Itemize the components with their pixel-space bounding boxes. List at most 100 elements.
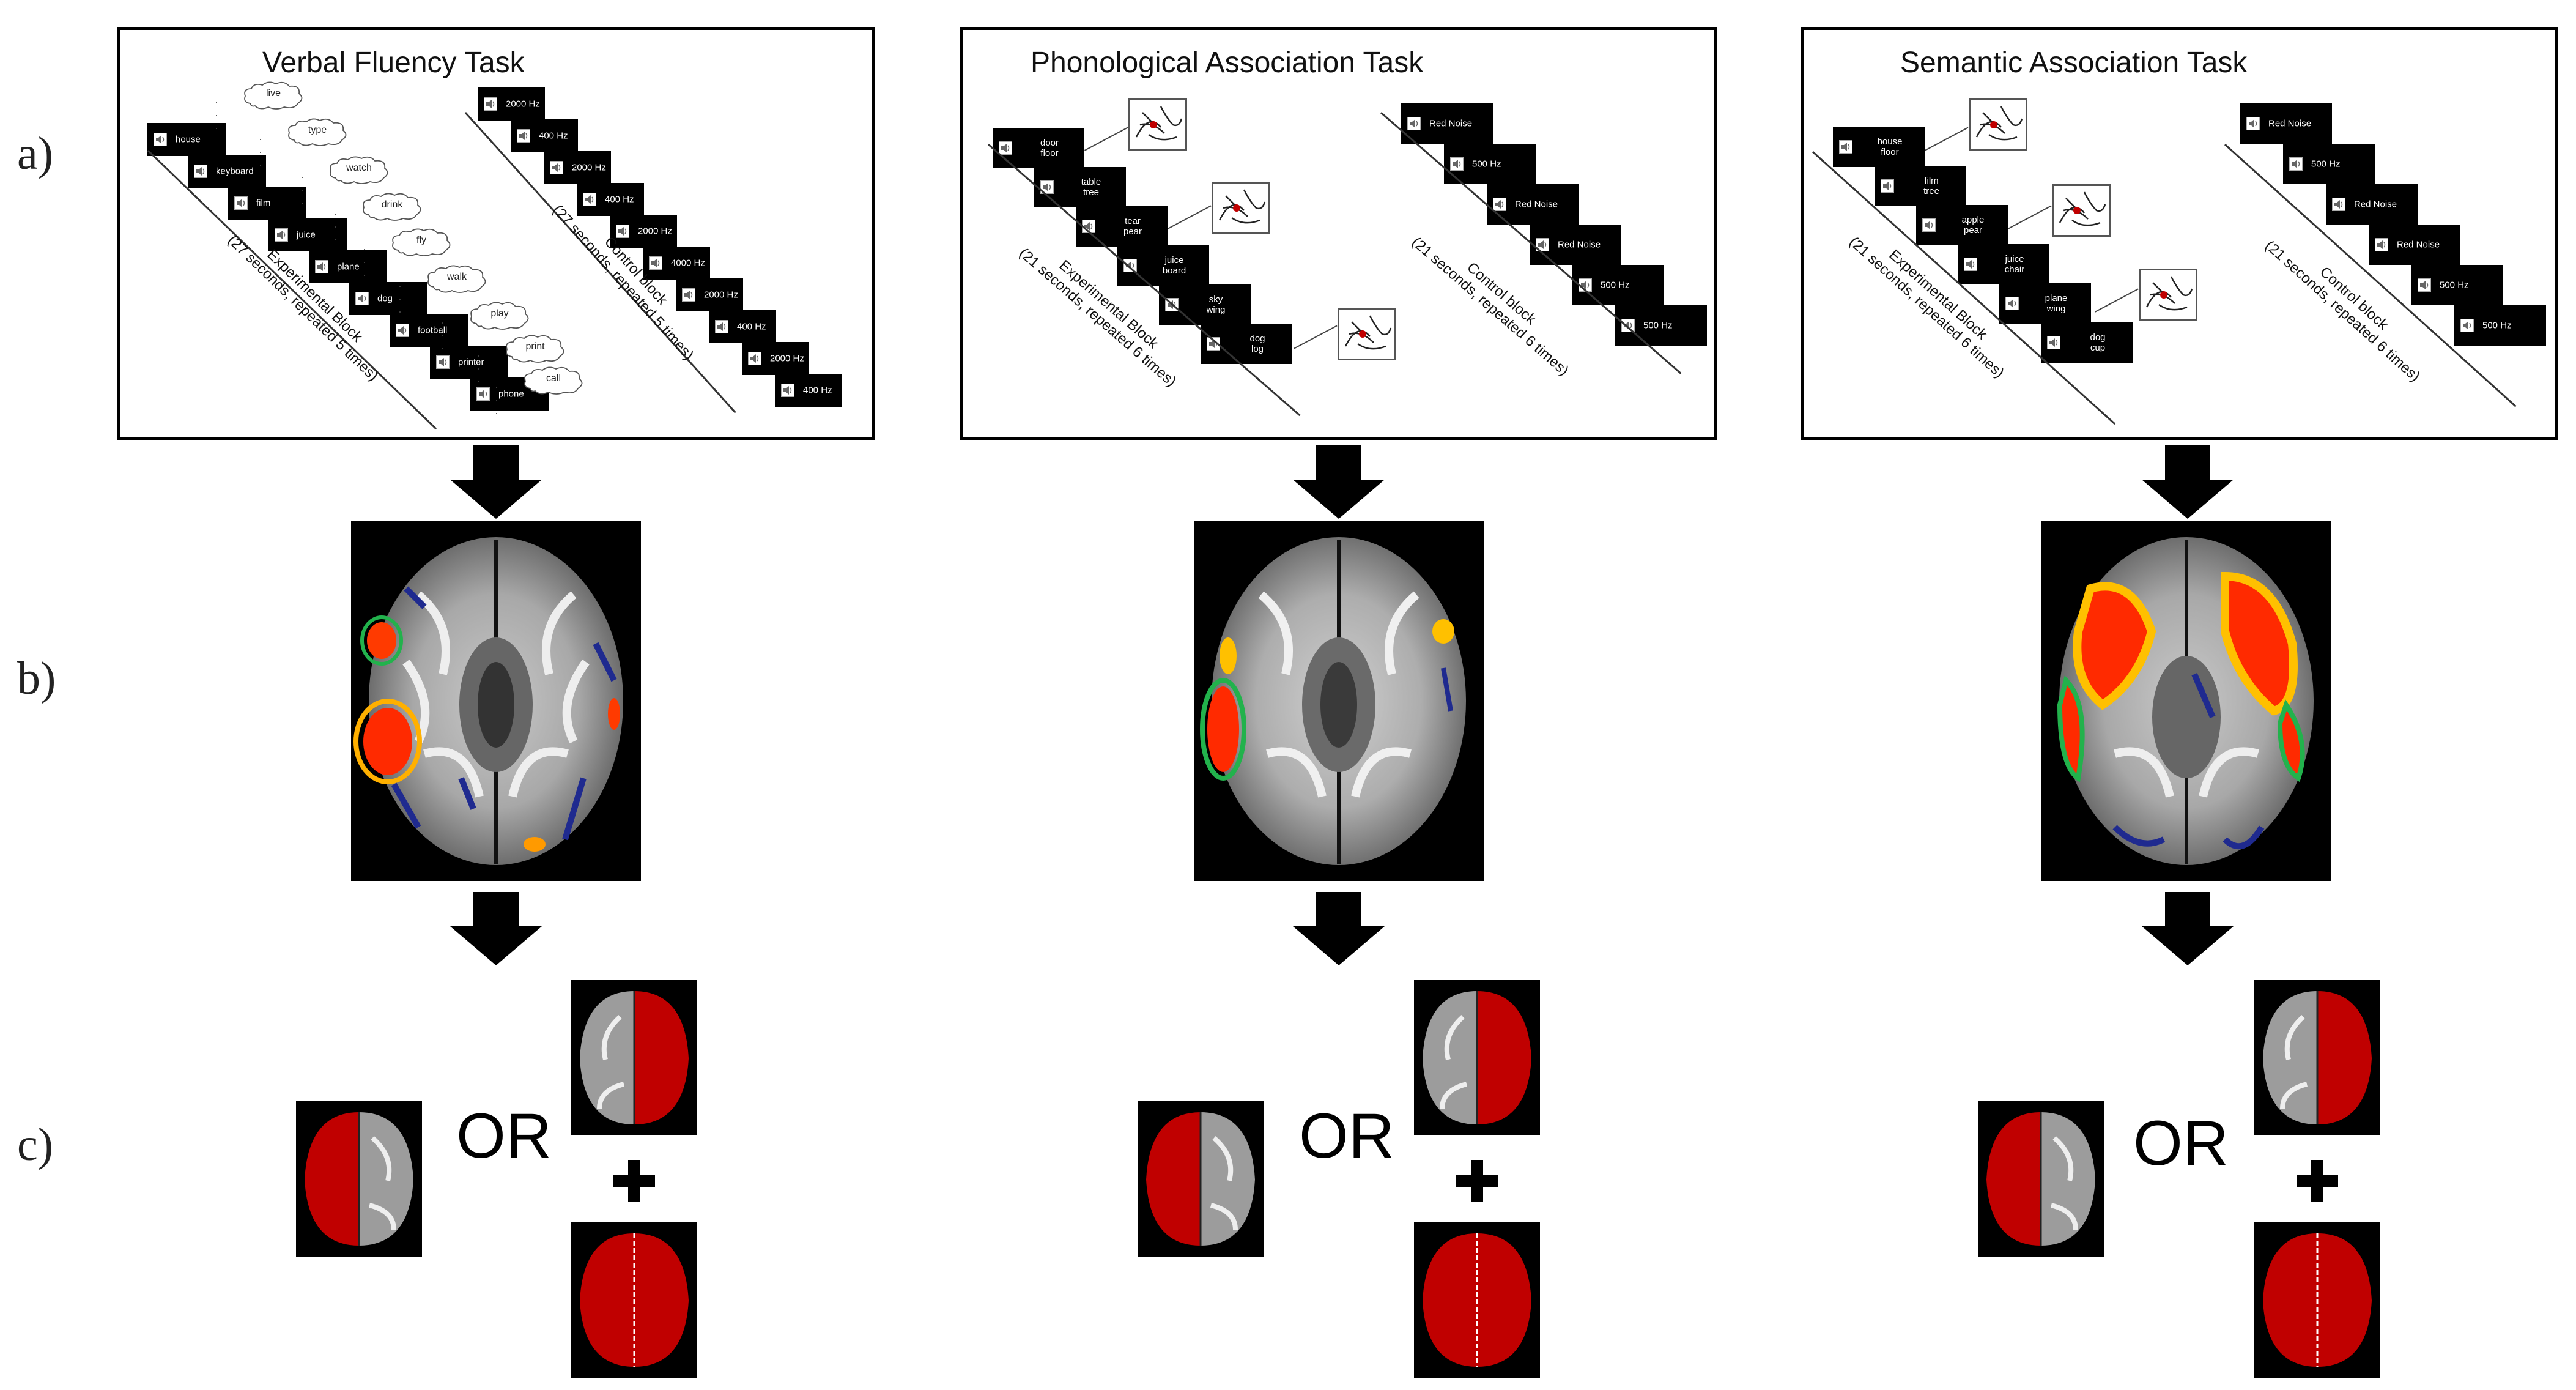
speaker-icon — [315, 260, 328, 273]
stimulus-word: dog — [377, 293, 393, 304]
response-word: walk — [446, 272, 467, 282]
speaker-icon — [2332, 198, 2345, 211]
response-word: watch — [346, 163, 372, 173]
speaker-icon — [1407, 117, 1421, 130]
stimulus-cell: keyboard — [188, 155, 266, 188]
stimulus-cell: 2000 Hz — [676, 278, 743, 311]
stimulus-cell: 2000 Hz — [478, 87, 545, 121]
leader-line — [1294, 325, 1338, 349]
stimulus-word: tree — [1083, 187, 1099, 198]
leader-line — [2008, 205, 2052, 229]
down-arrow-icon — [2142, 445, 2234, 519]
stimulus-cell: 500 Hz — [2283, 144, 2375, 184]
response-word: drink — [381, 199, 403, 210]
phonological-association-activation-map — [1194, 521, 1484, 881]
stimulus-word: floor — [1040, 148, 1059, 158]
plus-icon — [613, 1160, 655, 1202]
stimulus-word: log — [1251, 344, 1264, 354]
stimulus-word: wing — [2046, 303, 2066, 314]
thought-dots: · · · — [476, 349, 483, 387]
left-hemisphere-outcome — [1138, 1101, 1264, 1257]
speaker-icon — [1082, 220, 1095, 233]
speaker-icon — [396, 324, 409, 337]
response-cloud: fly — [390, 227, 453, 258]
speaker-icon — [2375, 238, 2388, 251]
stimulus-word: 2000 Hz — [572, 162, 606, 173]
speaker-icon — [1579, 278, 1592, 292]
speaker-icon — [781, 384, 794, 397]
speaker-icon — [436, 355, 450, 369]
stimulus-word: keyboard — [216, 166, 254, 177]
stimulus-cell: printer — [430, 346, 508, 379]
leader-line — [1925, 127, 1969, 151]
response-word: fly — [416, 235, 426, 245]
speaker-icon — [550, 161, 563, 174]
speaker-icon — [1165, 298, 1179, 311]
speaker-icon — [476, 387, 490, 401]
right-hemisphere-outcome — [2254, 980, 2380, 1135]
task-title: Phonological Association Task — [1031, 46, 1424, 79]
speaker-icon — [355, 292, 369, 305]
speaker-icon — [682, 288, 695, 302]
response-word: print — [525, 341, 545, 352]
leader-line — [2095, 288, 2139, 313]
down-arrow-icon — [1293, 892, 1385, 965]
row-label-a: a) — [17, 128, 54, 179]
stimulus-word: 2000 Hz — [638, 226, 672, 237]
down-arrow-icon — [450, 445, 542, 519]
picture-cue-icon — [2139, 269, 2197, 321]
speaker-icon — [2047, 336, 2060, 349]
stimulus-word: house — [1877, 136, 1903, 147]
stimulus-word: 500 Hz — [2440, 280, 2469, 291]
stimulus-word: dog — [1249, 333, 1265, 344]
stimulus-word: 400 Hz — [539, 130, 568, 141]
thought-dots: · · · — [441, 316, 448, 354]
right-hemisphere-outcome — [571, 980, 697, 1135]
speaker-icon — [1839, 140, 1852, 154]
stimulus-word: wing — [1206, 305, 1226, 315]
response-cloud: call — [522, 365, 585, 396]
thought-dots: · · · — [363, 243, 369, 281]
picture-cue-icon — [1338, 308, 1396, 360]
stimulus-word: Red Noise — [2354, 199, 2397, 210]
response-word: call — [546, 373, 561, 384]
stimulus-word: board — [1162, 266, 1186, 276]
stimulus-cell: house — [147, 123, 226, 156]
stimulus-word: film — [1924, 176, 1939, 186]
task-title: Semantic Association Task — [1900, 46, 2248, 79]
semantic-association-activation-map — [2041, 521, 2331, 881]
stimulus-word: 400 Hz — [737, 321, 766, 332]
stimulus-cell: film — [228, 187, 306, 220]
stimulus-word: tree — [1923, 186, 1939, 196]
speaker-icon — [2246, 117, 2260, 130]
speaker-icon — [1493, 198, 1506, 211]
stimulus-cell: 500 Hz — [2411, 265, 2503, 305]
stimulus-word: 2000 Hz — [704, 289, 738, 300]
stimulus-cell: 4000 Hz — [643, 247, 710, 280]
bilateral-outcome — [1414, 1222, 1540, 1378]
stimulus-word: Red Noise — [1515, 199, 1558, 210]
stimulus-word: 400 Hz — [605, 194, 634, 205]
right-hemisphere-outcome — [1414, 980, 1540, 1135]
stimulus-word: 4000 Hz — [671, 258, 705, 269]
bilateral-outcome — [571, 1222, 697, 1378]
thought-dots: · · · — [333, 207, 340, 245]
thought-dots: · · · — [398, 280, 405, 318]
speaker-icon — [2460, 319, 2474, 332]
stimulus-word: tear — [1125, 216, 1141, 226]
response-cloud: walk — [425, 264, 489, 294]
stimulus-word: apple — [1961, 215, 1985, 225]
plus-icon — [2297, 1160, 2338, 1202]
stimulus-cell: Red Noise — [2326, 184, 2418, 225]
stimulus-cell: dog — [349, 282, 427, 315]
stimulus-word: Red Noise — [2397, 239, 2440, 250]
stimulus-word: chair — [2004, 264, 2025, 275]
